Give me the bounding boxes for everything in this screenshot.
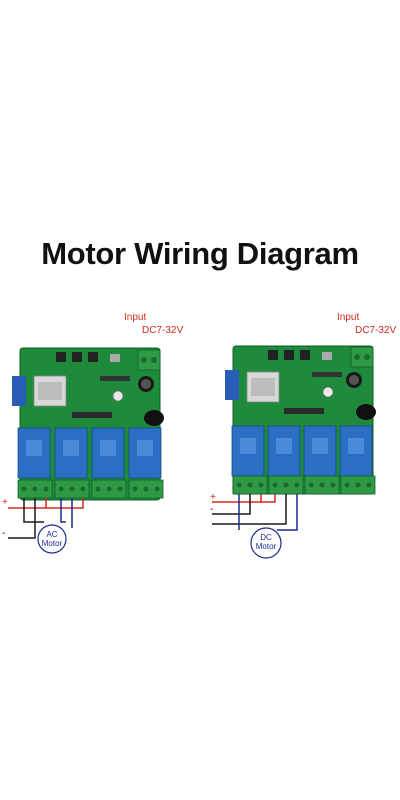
wiring [212, 494, 298, 532]
push-button [56, 352, 66, 362]
page-title: Motor Wiring Diagram [41, 236, 359, 271]
relay-board [12, 347, 164, 501]
wiring-diagram: Input DC7-32V [2, 312, 396, 559]
motor-circle [250, 527, 282, 559]
push-button [88, 352, 98, 362]
negative-wire [8, 498, 36, 539]
push-button [300, 350, 310, 360]
inductor [356, 404, 376, 420]
negative-wire [212, 494, 251, 515]
motor-label: Motor [256, 542, 277, 551]
voltage-label: DC7-32V [142, 325, 183, 336]
negative-wire [212, 494, 287, 525]
positive-wire [46, 498, 84, 509]
motor-wire [277, 494, 298, 531]
input-label: Input [337, 312, 359, 323]
plus-sign: + [2, 497, 8, 508]
power-terminal [137, 349, 161, 371]
inductor [144, 410, 164, 426]
wifi-antenna [225, 370, 239, 400]
power-terminal [350, 346, 374, 368]
input-label: Input [124, 312, 146, 323]
usb-port [322, 352, 332, 360]
plus-sign: + [210, 492, 216, 503]
negative-wire [23, 498, 44, 523]
wifi-antenna [12, 376, 26, 406]
push-button [268, 350, 278, 360]
left-wiring-diagram: Input DC7-32V [2, 312, 183, 554]
relay [91, 427, 125, 479]
wiring [8, 498, 84, 539]
motor-circle [37, 524, 67, 554]
push-button [284, 350, 294, 360]
ac-motor: AC Motor [37, 524, 67, 554]
minus-sign: - [210, 504, 213, 515]
motor-wire [60, 498, 66, 523]
motor-type: DC [260, 533, 272, 542]
relay-board [225, 345, 376, 495]
dc-motor: DC Motor [250, 527, 282, 559]
positive-wire [212, 494, 262, 503]
positive-wire [261, 494, 276, 503]
voltage-label: DC7-32V [355, 325, 396, 336]
motor-label: Motor [42, 539, 63, 548]
right-wiring-diagram: Input DC7-32V [210, 312, 396, 559]
push-button [72, 352, 82, 362]
usb-port [110, 354, 120, 362]
motor-type: AC [46, 530, 57, 539]
minus-sign: - [2, 528, 5, 539]
